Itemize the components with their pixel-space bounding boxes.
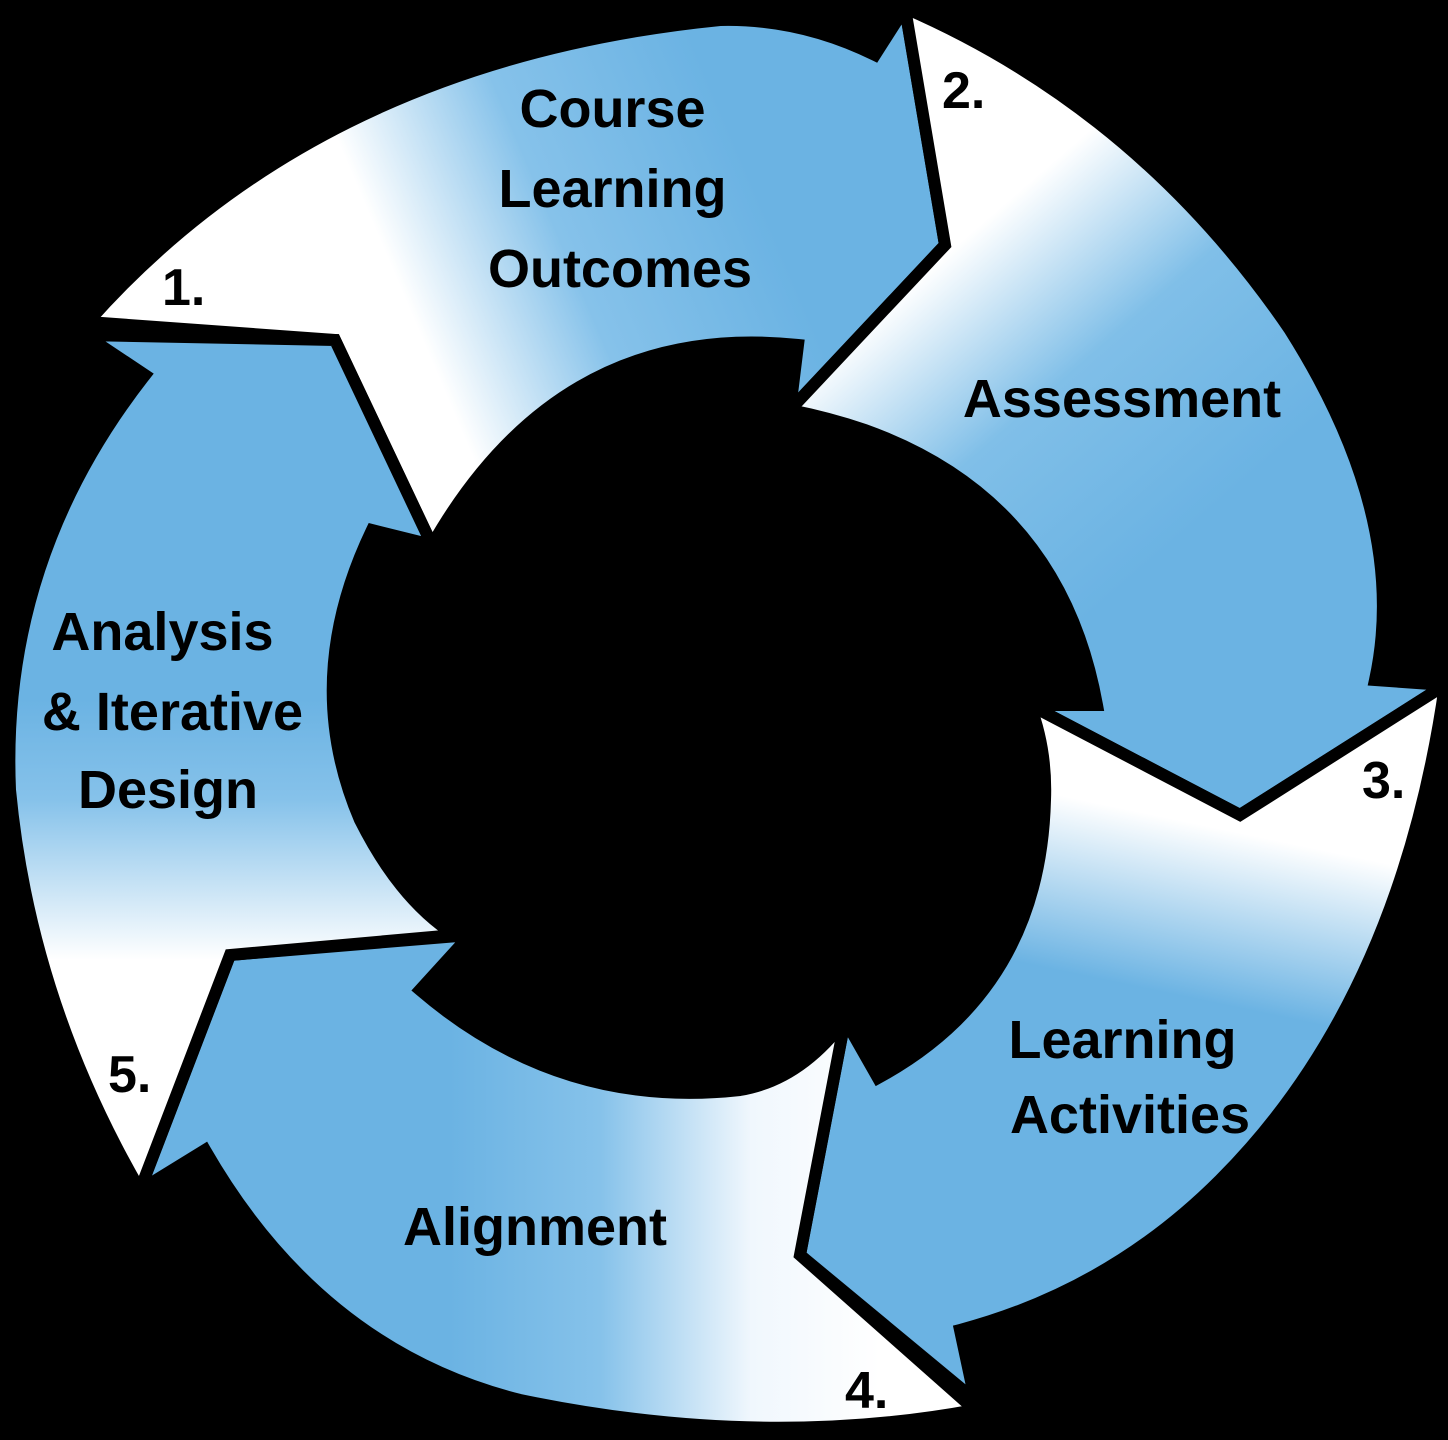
step-3-title: Learning Activities <box>1008 1010 1251 1145</box>
step-5-number: 5. <box>108 1046 151 1104</box>
step-2-assessment: 2. Assessment <box>778 0 1448 822</box>
step-5-title: Analysis & Iterative Design <box>42 602 318 820</box>
step-4-number: 4. <box>845 1362 888 1420</box>
step-3-learning-activities: 3. Learning Activities <box>793 675 1448 1416</box>
step-5-analysis-iterative-design: 5. Analysis & Iterative Design <box>3 328 474 1204</box>
step-1-course-learning-outcomes: 1. Course Learning Outcomes <box>75 0 952 558</box>
step-4-title: Alignment <box>403 1197 667 1257</box>
step-2-number: 2. <box>942 62 985 120</box>
step-4-alignment: 4. Alignment <box>128 927 989 1434</box>
cycle-arrow-5 <box>3 328 474 1204</box>
cycle-arrow-2 <box>778 0 1448 822</box>
step-2-title: Assessment <box>963 369 1281 429</box>
step-1-title: Course Learning Outcomes <box>488 79 752 299</box>
cycle-arrow-1 <box>75 0 952 558</box>
cycle-arrow-3 <box>793 675 1448 1416</box>
cycle-arrow-4 <box>128 927 989 1434</box>
step-1-number: 1. <box>162 259 205 317</box>
step-3-number: 3. <box>1362 752 1405 810</box>
